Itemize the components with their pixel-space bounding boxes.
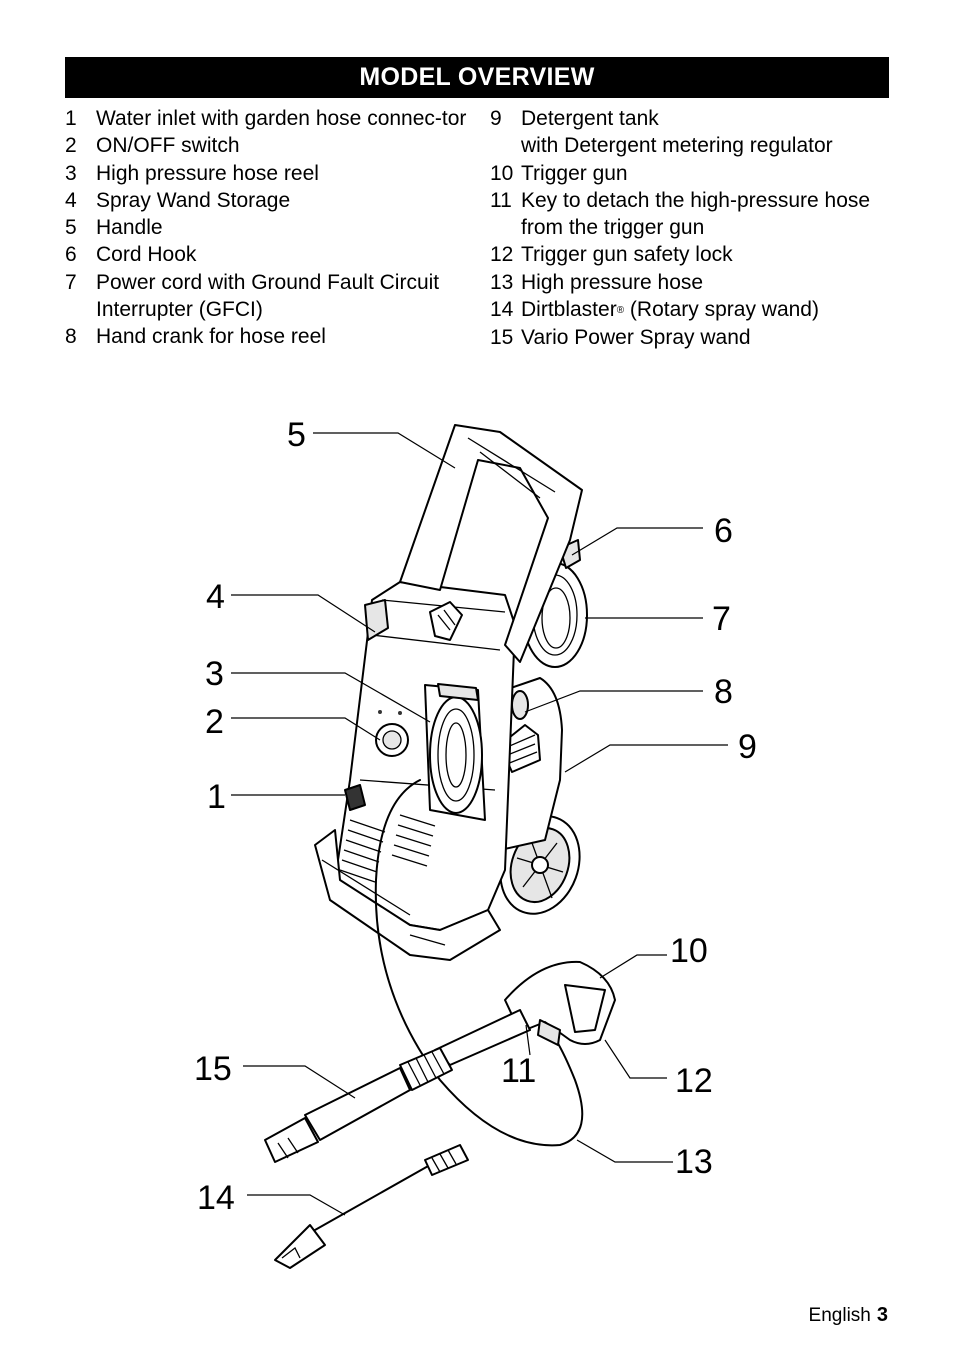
- item-number: 3: [65, 161, 77, 185]
- item-number: 5: [65, 216, 77, 240]
- callout-2: 2: [205, 703, 224, 741]
- list-item: 6 Cord Hook: [65, 241, 475, 268]
- list-item: 15 Vario Power Spray wand: [490, 324, 890, 351]
- callout-15: 15: [194, 1050, 232, 1088]
- list-item: 14 Dirtblaster® (Rotary spray wand): [490, 296, 890, 324]
- leader-lines: [231, 432, 728, 1216]
- handle-illustration: [399, 424, 583, 663]
- list-item: 1 Water inlet with garden hose connec-to…: [65, 105, 475, 132]
- callout-numbers: 5 6 4 7 3 8 2 9 1 10 11 12 15 13 14: [194, 416, 757, 1217]
- high-pressure-hose-illustration: [374, 779, 584, 1147]
- item-number: 13: [490, 270, 514, 294]
- base-illustration: [314, 829, 501, 961]
- callout-10: 10: [670, 932, 708, 970]
- callout-12: 12: [675, 1062, 713, 1100]
- item-text: Dirtblaster® (Rotary spray wand): [521, 298, 819, 322]
- callout-5: 5: [287, 416, 306, 454]
- item-text: Spray Wand Storage: [96, 188, 291, 212]
- item-number: 6: [65, 243, 77, 267]
- page-number: 3: [876, 1304, 888, 1326]
- callout-6: 6: [714, 512, 733, 550]
- list-item: 10 Trigger gun: [490, 160, 890, 187]
- item-text: Vario Power Spray wand: [521, 326, 751, 350]
- list-item: 2 ON/OFF switch: [65, 132, 475, 159]
- item-text: Water inlet with garden hose connec-tor: [96, 107, 467, 130]
- item-text: High pressure hose: [521, 270, 704, 294]
- item-number: 8: [65, 325, 77, 349]
- item-number: 11: [490, 188, 512, 212]
- wand-storage-illustration: [364, 599, 389, 641]
- list-item: 3 High pressure hose reel: [65, 160, 475, 187]
- item-number: 9: [490, 107, 502, 130]
- item-text: ON/OFF switch: [96, 134, 240, 158]
- callout-4: 4: [206, 578, 225, 616]
- section-header: MODEL OVERVIEW: [65, 57, 889, 98]
- dirtblaster-illustration: [274, 1144, 469, 1269]
- vario-wand-illustration: [264, 1047, 453, 1163]
- item-text: Handle: [96, 216, 163, 240]
- item-text: High pressure hose reel: [96, 161, 319, 185]
- callout-14: 14: [197, 1179, 235, 1217]
- item-text: Cord Hook: [96, 243, 197, 267]
- callout-1: 1: [207, 778, 226, 816]
- item-number: 2: [65, 134, 77, 158]
- callout-13: 13: [675, 1143, 713, 1181]
- water-inlet-illustration: [344, 784, 366, 811]
- item-number: 4: [65, 188, 77, 212]
- switch-illustration: [375, 710, 409, 757]
- list-item: 5 Handle: [65, 214, 475, 241]
- callout-7: 7: [712, 600, 731, 638]
- item-text: Key to detach the high-pressure hose fro…: [521, 188, 871, 240]
- item-text: Power cord with Ground Fault Circuit Int…: [96, 270, 440, 322]
- item-number: 7: [65, 270, 77, 294]
- item-number: 10: [490, 161, 514, 185]
- pressure-washer-illustration: [264, 424, 616, 1269]
- vent-slots-illustration: [339, 814, 436, 883]
- callout-9: 9: [738, 728, 757, 766]
- item-number: 12: [490, 243, 514, 267]
- registered-mark: ®: [616, 305, 625, 317]
- parts-list-left: 1 Water inlet with garden hose connec-to…: [65, 105, 475, 351]
- item-number: 15: [490, 326, 514, 350]
- list-item: 13 High pressure hose: [490, 269, 890, 296]
- callout-8: 8: [714, 673, 733, 711]
- item-number: 1: [65, 107, 77, 130]
- crank-knob-illustration: [511, 690, 529, 720]
- section-title: MODEL OVERVIEW: [359, 63, 595, 91]
- callout-11: 11: [501, 1052, 536, 1090]
- footer-language: English: [808, 1305, 871, 1326]
- hose-reel-illustration: [424, 683, 486, 821]
- list-item: 7 Power cord with Ground Fault Circuit I…: [65, 269, 475, 324]
- list-item: 12 Trigger gun safety lock: [490, 241, 890, 268]
- list-item: 11 Key to detach the high-pressure hose …: [490, 187, 890, 242]
- item-text: Hand crank for hose reel: [96, 325, 326, 349]
- item-number: 14: [490, 298, 514, 322]
- list-item: 4 Spray Wand Storage: [65, 187, 475, 214]
- list-item: 8 Hand crank for hose reel: [65, 323, 475, 350]
- logo-illustration: [429, 601, 463, 641]
- callout-3: 3: [205, 655, 224, 693]
- trigger-gun-illustration: [434, 960, 616, 1066]
- item-text: Trigger gun safety lock: [521, 243, 733, 267]
- item-text: Trigger gun: [521, 161, 628, 185]
